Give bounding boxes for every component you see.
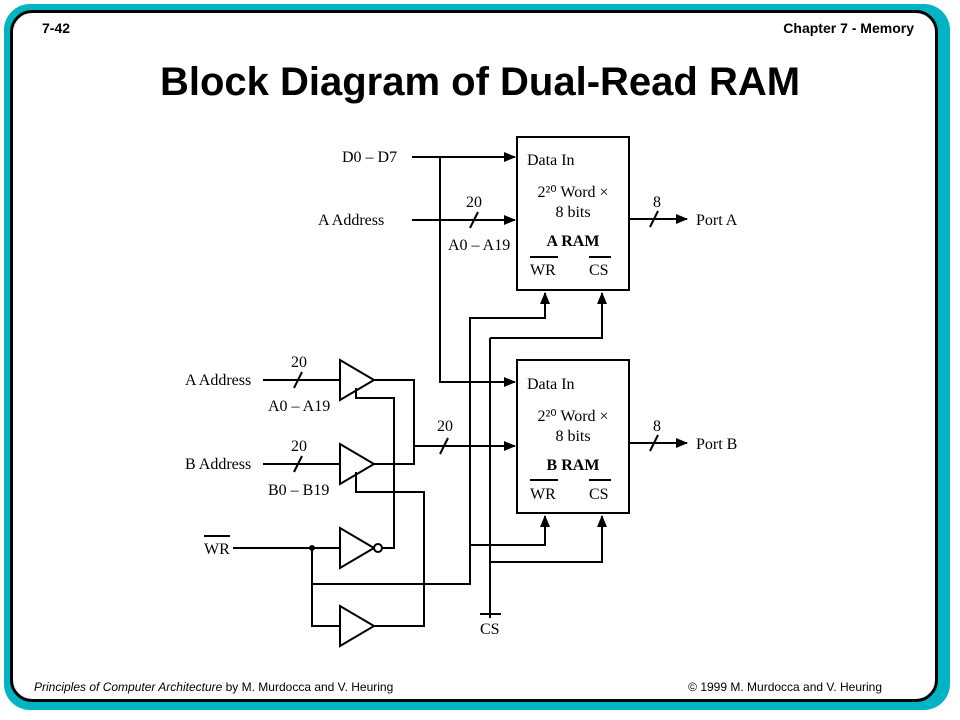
a-address-label-top: A Address [318, 212, 384, 229]
left-wr-label: WR [204, 541, 230, 558]
wr-to-ram-a [312, 292, 550, 585]
wr-inverter-bubble [373, 543, 383, 553]
a-bus-width-top: 20 [466, 194, 482, 211]
left-b-address-label: B Address [185, 456, 251, 473]
buf-out-b-enable [355, 472, 425, 627]
bus-slash-a-top [469, 211, 479, 229]
ram-b-cs: CS [589, 486, 609, 503]
data-bus-label: D0 – D7 [342, 149, 397, 166]
data-bus-to-b [439, 157, 516, 387]
port-b-width: 8 [653, 418, 661, 435]
ram-b-wr: WR [530, 486, 556, 503]
left-b-range: B0 – B19 [268, 482, 329, 499]
a-address-range-top: A0 – A19 [448, 237, 510, 254]
bus-slash-a-left [293, 371, 303, 389]
page-title: Block Diagram of Dual-Read RAM [159, 60, 801, 104]
footer-authors: by M. Murdocca and V. Heuring [222, 680, 394, 694]
bus-slash-b-left [293, 455, 303, 473]
a-buffer-out [374, 379, 415, 446]
ram-b-size-line2: 8 bits [555, 428, 590, 445]
bus-slash-merged [439, 437, 449, 455]
ram-b-name: B RAM [547, 457, 600, 474]
footer-book: Principles of Computer Architecture by M… [34, 680, 393, 694]
footer-book-title: Principles of Computer Architecture [34, 680, 223, 694]
ram-b-block [516, 359, 630, 514]
cs-to-ram-b [490, 515, 607, 563]
bus-slash-port-a [649, 210, 659, 228]
ram-b-size-line1: 2²⁰ Word × [537, 408, 608, 425]
inv-out-a-enable [355, 388, 395, 549]
cs-to-ram-a [490, 292, 607, 339]
cs-bottom-label: CS [480, 621, 500, 638]
ram-a-name: A RAM [547, 233, 600, 250]
bus-slash-port-b [649, 434, 659, 452]
port-a-label: Port A [696, 212, 738, 229]
b-buffer-out [374, 446, 415, 465]
ram-a-size-line1: 2²⁰ Word × [537, 184, 608, 201]
wr-to-ram-b [470, 515, 550, 546]
port-b-label: Port B [696, 436, 737, 453]
ram-b-data-in: Data In [527, 376, 575, 393]
port-a-width: 8 [653, 194, 661, 211]
ram-a-block [516, 136, 630, 291]
left-a-address-label: A Address [185, 372, 251, 389]
left-a-range: A0 – A19 [268, 398, 330, 415]
ram-a-cs: CS [589, 262, 609, 279]
left-b-width: 20 [291, 438, 307, 455]
chapter-title: Chapter 7 - Memory [783, 20, 914, 36]
wr-to-buffer [311, 548, 340, 627]
ram-a-wr: WR [530, 262, 556, 279]
merged-width: 20 [437, 418, 453, 435]
wr-buffer [339, 604, 376, 648]
footer-copyright: © 1999 M. Murdocca and V. Heuring [688, 680, 882, 694]
junction-dot [309, 545, 315, 551]
ram-a-data-in: Data In [527, 152, 575, 169]
wr-inverter [339, 526, 376, 570]
slide-frame-inner [10, 10, 938, 702]
slide-number: 7-42 [42, 20, 71, 36]
ram-a-size-line2: 8 bits [555, 204, 590, 221]
left-a-width: 20 [291, 354, 307, 371]
